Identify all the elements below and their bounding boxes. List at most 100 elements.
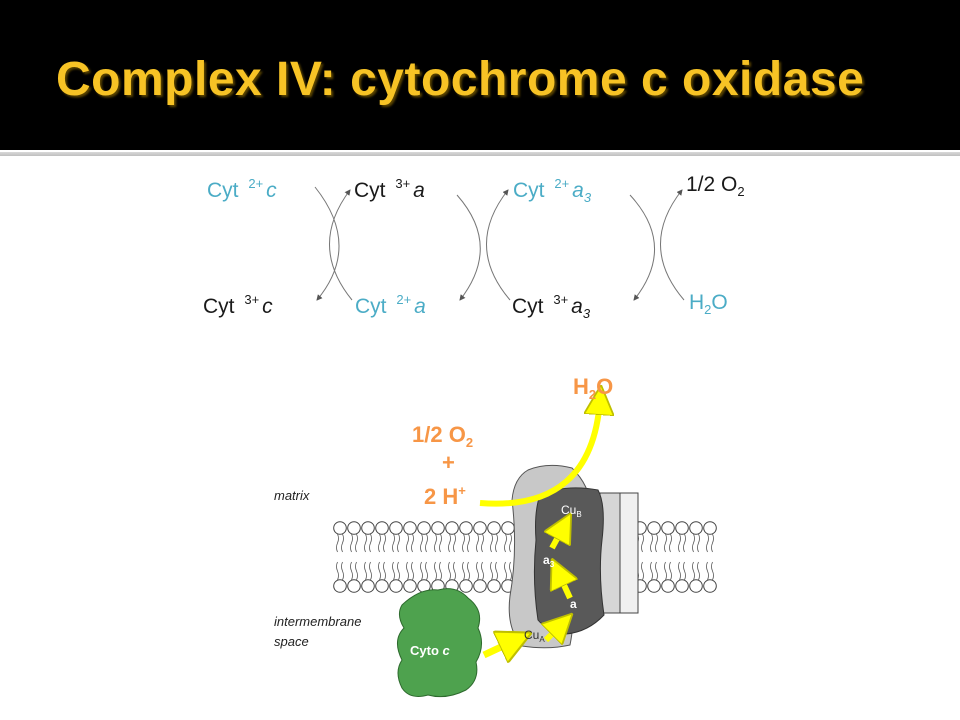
- lipid-tail: [467, 561, 470, 581]
- lipid-tail: [650, 561, 653, 581]
- lipid-tail: [655, 533, 658, 553]
- lipid-tail: [641, 533, 644, 553]
- lipid-head: [417, 521, 431, 535]
- lipid-tail: [462, 561, 465, 581]
- lipid-head: [389, 579, 403, 593]
- lipid-head: [445, 521, 459, 535]
- lipid-tail: [706, 533, 709, 553]
- lipid-tail: [383, 533, 386, 553]
- protons-label: 2 H+: [424, 483, 466, 509]
- arrow-cua-to-a: [546, 624, 562, 640]
- eq-bottom-cyt2-a: Cyt 2+a: [355, 292, 426, 318]
- lipid-tail: [336, 561, 339, 581]
- lipid-head: [333, 521, 347, 535]
- lipid-tail: [476, 561, 479, 581]
- lipid-head: [347, 521, 361, 535]
- arrow-cyto-c-to-cua: [482, 640, 516, 655]
- membrane-bilayer: [333, 521, 717, 593]
- plus-sign: +: [442, 450, 455, 475]
- lipid-head: [375, 521, 389, 535]
- lipid-tail: [355, 561, 358, 581]
- arrow-a3-to-cub: [552, 526, 564, 550]
- lipid-tail: [364, 533, 367, 553]
- lipid-tail: [669, 561, 672, 581]
- lipid-tail: [711, 561, 714, 581]
- lipid-tail: [378, 561, 381, 581]
- lipid-tail: [641, 561, 644, 581]
- lipid-tail: [369, 533, 372, 553]
- lipid-tail: [509, 533, 512, 553]
- lipid-tail: [425, 533, 428, 553]
- intermembrane-label: intermembrane: [274, 614, 362, 629]
- lipid-tail: [683, 561, 686, 581]
- lipid-tail: [350, 533, 353, 553]
- redox-arc-2: [456, 189, 511, 301]
- lipid-tail: [383, 561, 386, 581]
- lipid-tail: [406, 561, 409, 581]
- lipid-head: [347, 579, 361, 593]
- lipid-head: [473, 579, 487, 593]
- lipid-head: [661, 521, 675, 535]
- lipid-tail: [504, 533, 507, 553]
- lipid-tail: [504, 561, 507, 581]
- title-bar: [0, 0, 960, 150]
- lipid-tail: [495, 533, 498, 553]
- lipid-tail: [355, 533, 358, 553]
- eq-top-cyt2-c: Cyt 2+c: [207, 176, 277, 202]
- lipid-head: [361, 521, 375, 535]
- lipid-tail: [434, 533, 437, 553]
- complex-iv-side-panel-2: [619, 492, 639, 614]
- lipid-head: [647, 579, 661, 593]
- lipid-tail: [678, 561, 681, 581]
- lipid-tail: [378, 533, 381, 553]
- heme-a3-label: a3: [543, 553, 555, 569]
- lipid-tail: [481, 533, 484, 553]
- lipid-tail: [369, 561, 372, 581]
- cyto-c-label: Cyto c: [410, 643, 450, 658]
- lipid-tail: [706, 561, 709, 581]
- lipid-tail: [336, 533, 339, 553]
- lipid-tail: [453, 533, 456, 553]
- lipid-head: [431, 521, 445, 535]
- lipid-tail: [341, 561, 344, 581]
- reactant-half-o2-label: 1/2 O2: [412, 422, 474, 450]
- lipid-head: [703, 521, 717, 535]
- lipid-tail: [439, 533, 442, 553]
- lipid-tail: [655, 561, 658, 581]
- lipid-tail: [392, 561, 395, 581]
- lipid-tail: [664, 533, 667, 553]
- lipid-head: [675, 521, 689, 535]
- lipid-head: [389, 521, 403, 535]
- space-label: space: [274, 634, 309, 649]
- lipid-tail: [495, 561, 498, 581]
- lipid-tail: [364, 561, 367, 581]
- lipid-head: [501, 521, 515, 535]
- lipid-tail: [476, 533, 479, 553]
- lipid-head: [403, 579, 417, 593]
- lipid-tail: [448, 561, 451, 581]
- heme-a-label: a: [570, 597, 577, 611]
- lipid-tail: [420, 561, 423, 581]
- lipid-tail: [392, 533, 395, 553]
- lipid-tail: [434, 561, 437, 581]
- lipid-tail: [411, 533, 414, 553]
- lipid-tail: [711, 533, 714, 553]
- lipid-tail: [420, 533, 423, 553]
- lipid-head: [647, 521, 661, 535]
- lipid-head: [459, 521, 473, 535]
- lipid-tail: [462, 533, 465, 553]
- lipid-tail: [692, 561, 695, 581]
- matrix-label: matrix: [274, 488, 310, 503]
- redox-arc-3: [629, 189, 685, 301]
- product-h2o-label: H2O: [573, 374, 614, 402]
- eq-top-cyt2-a3: Cyt 2+a3: [513, 176, 592, 205]
- lipid-head: [661, 579, 675, 593]
- eq-bottom-cyt3-a3: Cyt 3+a3: [512, 292, 591, 321]
- lipid-head: [459, 579, 473, 593]
- lipid-tail: [664, 561, 667, 581]
- lipid-head: [333, 579, 347, 593]
- lipid-tail: [509, 561, 512, 581]
- lipid-tail: [425, 561, 428, 581]
- lipid-tail: [448, 533, 451, 553]
